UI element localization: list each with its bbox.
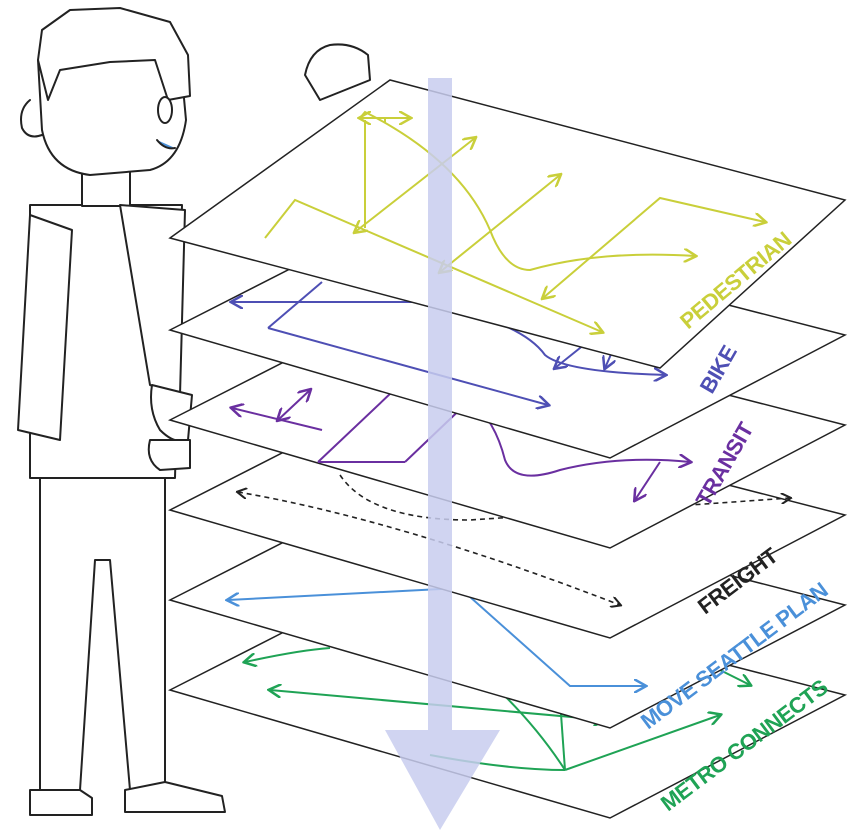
pedestrian-routes <box>264 110 765 332</box>
down-arrow-icon <box>385 78 500 830</box>
person-holding-sheets-icon <box>17 7 371 816</box>
freight-routes <box>238 474 790 605</box>
